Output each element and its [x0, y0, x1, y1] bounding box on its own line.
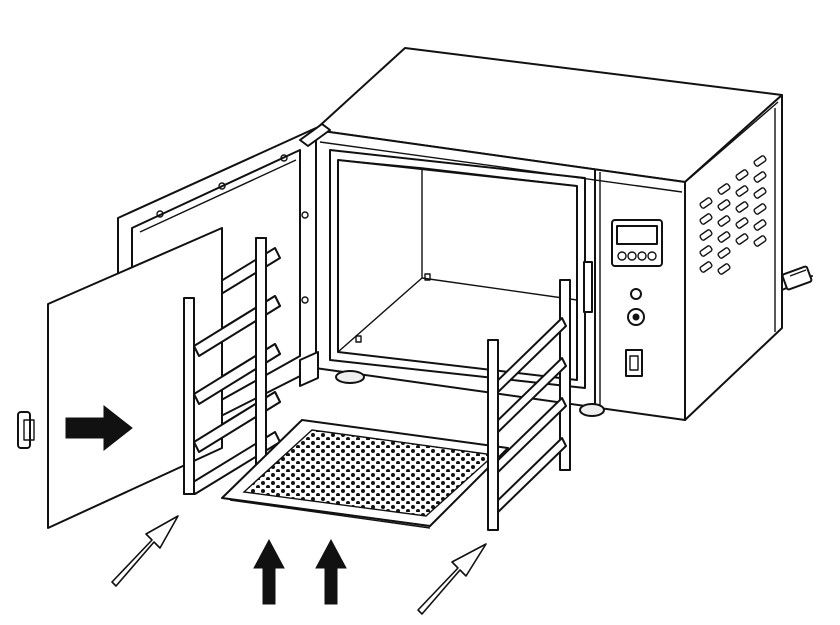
- control-button: [637, 251, 647, 261]
- control-button: [617, 251, 627, 261]
- panel-clip: [17, 411, 35, 449]
- oven-cavity-frame: [329, 149, 586, 389]
- control-panel: [611, 219, 663, 377]
- door-latch: [583, 261, 593, 313]
- control-button: [647, 251, 657, 261]
- thermostat-knob: [627, 308, 645, 326]
- vent-slots: [699, 155, 767, 275]
- right-rack-arrow: [417, 543, 487, 615]
- control-button: [627, 251, 637, 261]
- left-rack-arrow: [111, 515, 179, 587]
- indicator-light: [630, 288, 642, 300]
- perforated-tray: [221, 419, 509, 529]
- insert-panel-arrow: [65, 404, 133, 452]
- door-hinge: [299, 123, 331, 147]
- tray-up-arrow-1: [253, 538, 285, 605]
- power-switch: [625, 349, 643, 377]
- rack-post: [559, 279, 571, 471]
- door-inner-panel: [47, 227, 223, 529]
- tray-up-arrow-2: [315, 538, 347, 605]
- rack-post: [487, 339, 499, 531]
- oven-foot: [579, 403, 605, 417]
- door-hinge: [299, 351, 319, 387]
- right-shelf-rack: [487, 279, 571, 531]
- oven-foot: [335, 370, 365, 384]
- left-shelf-rack-front: [183, 237, 281, 495]
- power-cord: [781, 265, 813, 291]
- oven-body: [314, 47, 783, 421]
